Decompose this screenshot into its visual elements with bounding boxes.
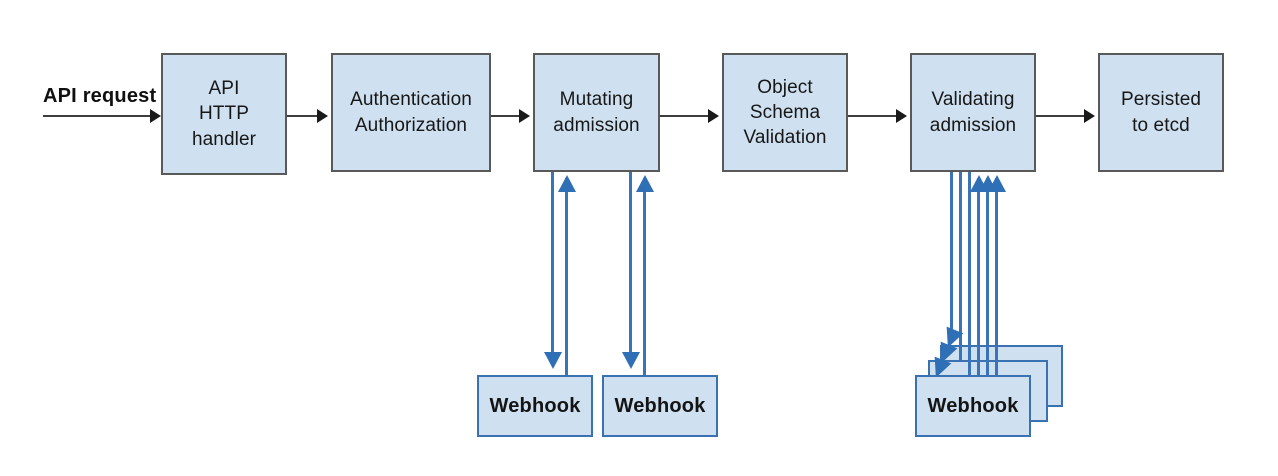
connector-handler-to-auth-arrow (317, 109, 328, 123)
mutating-webhook-2-down-arrowhead (622, 352, 640, 369)
mutating-webhook-1-up-line (565, 178, 568, 375)
connector-schema-to-validating-line (848, 115, 896, 117)
connector-validating-to-etcd-line (1036, 115, 1084, 117)
connector-auth-to-mutating-arrow (519, 109, 530, 123)
connector-mutating-to-schema-line (660, 115, 708, 117)
mutating-webhook-2-up-arrowhead (636, 175, 654, 192)
stage-mutating-admission[interactable]: Mutating admission (533, 53, 660, 172)
connector-auth-to-mutating-line (491, 115, 519, 117)
mutating-webhook-1[interactable]: Webhook (477, 375, 593, 437)
mutating-webhook-1-up-arrowhead (558, 175, 576, 192)
mutating-webhook-2[interactable]: Webhook (602, 375, 718, 437)
mutating-webhook-1-down-arrowhead (544, 352, 562, 369)
mutating-webhook-2-up-line (643, 178, 646, 375)
stage-validating-admission[interactable]: Validating admission (910, 53, 1036, 172)
connector-mutating-to-schema-arrow (708, 109, 719, 123)
validating-webhook-2-down-line (959, 172, 962, 360)
validating-webhook-3-up-line (995, 178, 998, 405)
validating-webhook-2-up-line (986, 178, 989, 390)
validating-webhook-1-down-line (950, 172, 953, 342)
validating-webhook-3-up-arrowhead (988, 175, 1006, 192)
stage-api-http-handler[interactable]: API HTTP handler (161, 53, 287, 175)
mutating-webhook-1-down-line (551, 172, 554, 357)
api-request-arrowhead (150, 109, 161, 123)
stage-persisted-to-etcd[interactable]: Persisted to etcd (1098, 53, 1224, 172)
connector-schema-to-validating-arrow (896, 109, 907, 123)
validating-webhook-3-down-line (968, 172, 971, 375)
validating-webhook-front[interactable]: Webhook (915, 375, 1031, 437)
stage-object-schema-validation[interactable]: Object Schema Validation (722, 53, 848, 172)
api-request-line (43, 115, 158, 117)
mutating-webhook-2-down-line (629, 172, 632, 357)
validating-webhook-1-up-line (977, 178, 980, 375)
connector-handler-to-auth-line (287, 115, 319, 117)
stage-authentication[interactable]: Authentication Authorization (331, 53, 491, 172)
api-request-label: API request (43, 85, 157, 107)
connector-validating-to-etcd-arrow (1084, 109, 1095, 123)
